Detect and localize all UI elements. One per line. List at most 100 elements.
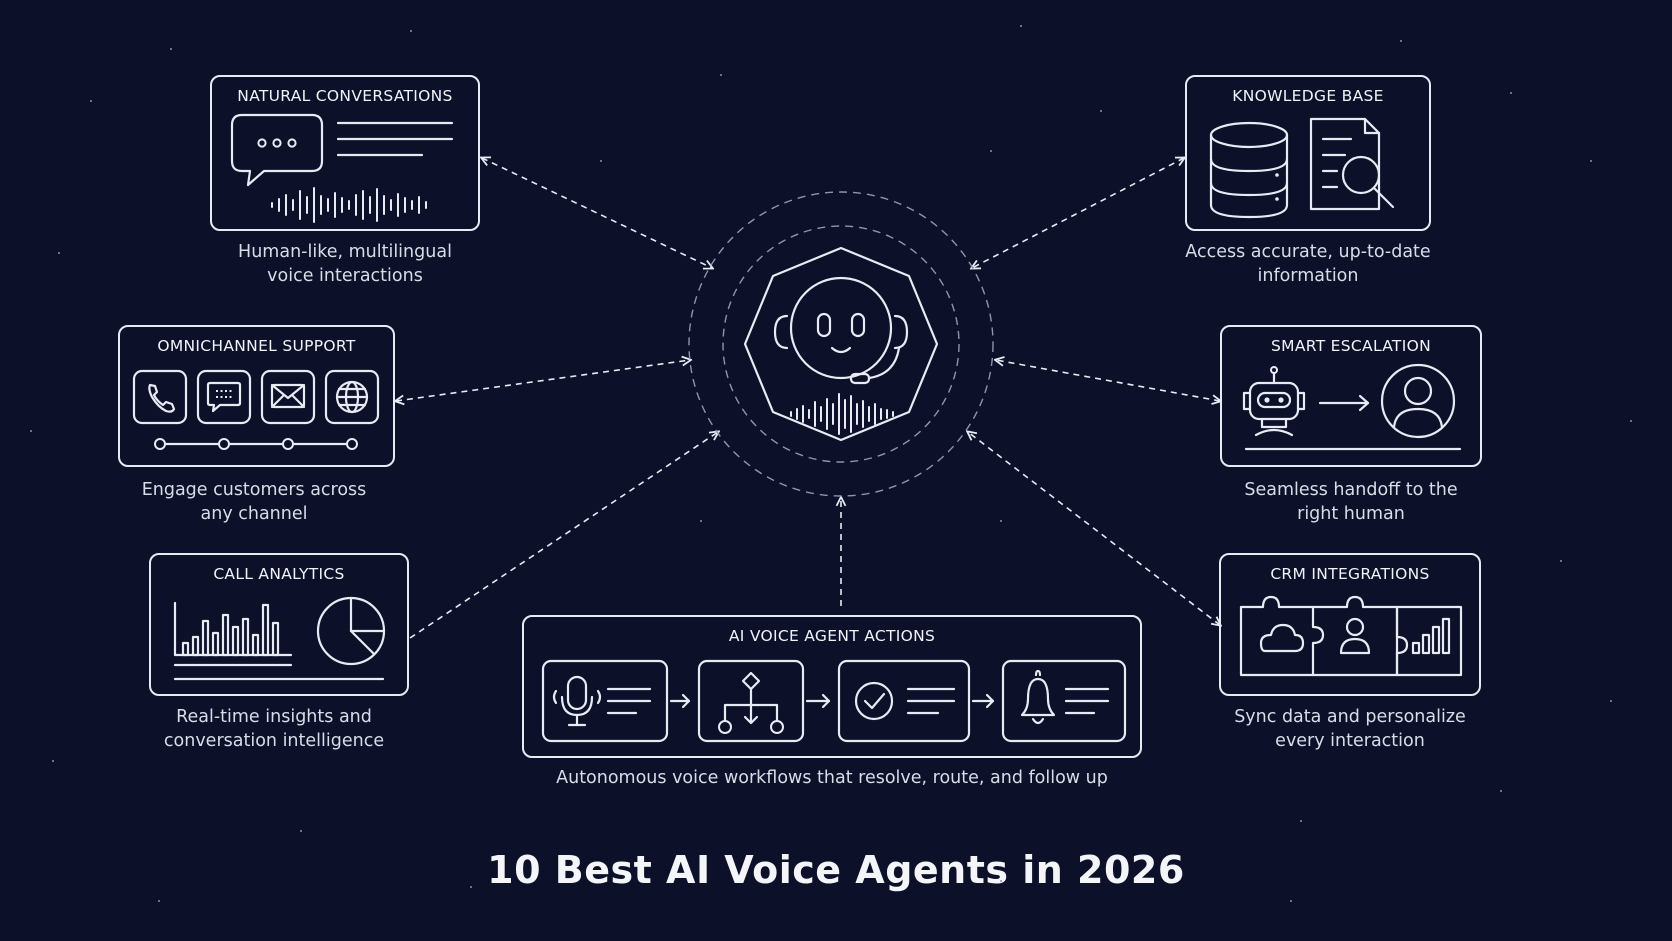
- star: [90, 100, 92, 102]
- star: [1560, 560, 1562, 562]
- caption-knowledge-base: Access accurate, up-to-date information: [1158, 240, 1458, 288]
- connector-crm: [968, 432, 1220, 625]
- star: [1400, 40, 1402, 42]
- star: [1500, 790, 1502, 792]
- person-icon: [1339, 617, 1371, 655]
- star: [1630, 420, 1632, 422]
- star: [990, 150, 992, 152]
- document-search-icon: [1309, 117, 1395, 211]
- star: [1000, 880, 1002, 882]
- card-art: [541, 659, 1127, 743]
- card-ai-voice-agent-actions: AI VOICE AGENT ACTIONS: [522, 615, 1142, 758]
- cloud-icon: [1259, 623, 1305, 653]
- chat-bubble-icon: [230, 113, 324, 187]
- bar-chart-icon: [1411, 617, 1451, 655]
- star: [170, 48, 172, 50]
- card-crm-integrations: CRM INTEGRATIONS: [1219, 553, 1481, 696]
- robot-icon: [1242, 366, 1306, 437]
- connector-natural: [482, 158, 712, 268]
- soundwave-icon: [790, 393, 894, 435]
- star: [1590, 160, 1592, 162]
- microphone-icon: [552, 675, 602, 727]
- card-art: [230, 113, 454, 223]
- card-art: [173, 596, 386, 681]
- globe-icon: [335, 380, 369, 414]
- caption-line: Sync data and personalize: [1234, 707, 1466, 727]
- arrow-right-icon: [1318, 394, 1370, 412]
- caption-smart-escalation: Seamless handoff to the right human: [1201, 478, 1501, 526]
- caption-line: Seamless handoff to the: [1244, 480, 1458, 500]
- caption-line: Access accurate, up-to-date: [1185, 242, 1431, 262]
- hub: [688, 191, 994, 497]
- star: [410, 30, 412, 32]
- star: [30, 430, 32, 432]
- card-title: AI VOICE AGENT ACTIONS: [728, 627, 936, 645]
- connector-escalation: [996, 360, 1220, 401]
- star: [1020, 25, 1022, 27]
- caption-ai-voice-agent-actions: Autonomous voice workflows that resolve,…: [482, 766, 1182, 790]
- caption-line: conversation intelligence: [163, 731, 385, 751]
- caption-line: any channel: [200, 504, 308, 524]
- arrow-right-icon: [805, 693, 831, 709]
- star: [600, 160, 602, 162]
- caption-call-analytics: Real-time insights and conversation inte…: [124, 705, 424, 753]
- puzzle-row: [1239, 595, 1463, 677]
- caption-line: Engage customers across: [141, 480, 367, 500]
- caption-line: every interaction: [1275, 731, 1425, 751]
- star: [1100, 110, 1102, 112]
- card-omnichannel-support: OMNICHANNEL SUPPORT: [118, 325, 395, 467]
- star: [1000, 520, 1002, 522]
- caption-line: Autonomous voice workflows that resolve,…: [556, 768, 1108, 788]
- bell-icon: [1020, 669, 1056, 725]
- connector-omni: [396, 360, 690, 401]
- flow-branch-icon: [718, 671, 784, 734]
- star: [470, 886, 472, 888]
- page-title: 10 Best AI Voice Agents in 2026: [487, 848, 1185, 892]
- caption-natural-conversations: Human-like, multilingual voice interacti…: [195, 240, 495, 288]
- bar-chart-icon: [173, 601, 293, 657]
- arrow-right-icon: [971, 693, 995, 709]
- caption-line: information: [1257, 266, 1359, 286]
- caption-line: Human-like, multilingual: [238, 242, 452, 262]
- card-title: KNOWLEDGE BASE: [1232, 87, 1384, 105]
- robot-headset-icon: [773, 276, 909, 385]
- database-icon: [1209, 121, 1289, 219]
- caption-line: Real-time insights and: [176, 707, 372, 727]
- star: [58, 252, 60, 254]
- card-art: [1239, 595, 1463, 677]
- card-art: [1242, 363, 1462, 451]
- star: [1290, 900, 1292, 902]
- card-art: [1209, 117, 1395, 219]
- star: [300, 830, 302, 832]
- card-natural-conversations: NATURAL CONVERSATIONS: [210, 75, 480, 231]
- star: [158, 900, 160, 902]
- card-title: SMART ESCALATION: [1271, 337, 1431, 355]
- chat-icon: [206, 381, 242, 413]
- card-title: CALL ANALYTICS: [213, 565, 345, 583]
- star: [1510, 92, 1512, 94]
- card-art: [132, 369, 380, 450]
- card-call-analytics: CALL ANALYTICS: [149, 553, 409, 696]
- star: [52, 760, 54, 762]
- card-knowledge-base: KNOWLEDGE BASE: [1185, 75, 1431, 231]
- arrow-right-icon: [669, 693, 691, 709]
- soundwave-icon: [271, 187, 427, 223]
- card-title: NATURAL CONVERSATIONS: [237, 87, 453, 105]
- star: [1300, 820, 1302, 822]
- pie-chart-icon: [316, 596, 386, 666]
- caption-line: voice interactions: [267, 266, 423, 286]
- star: [700, 520, 702, 522]
- person-icon: [1380, 363, 1456, 439]
- star: [720, 74, 722, 76]
- mail-icon: [270, 383, 306, 409]
- phone-icon: [148, 383, 176, 413]
- caption-line: right human: [1297, 504, 1405, 524]
- card-title: CRM INTEGRATIONS: [1270, 565, 1430, 583]
- check-circle-icon: [854, 681, 894, 721]
- hub-frame: [743, 246, 939, 442]
- star: [1610, 700, 1612, 702]
- card-smart-escalation: SMART ESCALATION: [1220, 325, 1482, 467]
- connector-knowledge: [972, 158, 1184, 268]
